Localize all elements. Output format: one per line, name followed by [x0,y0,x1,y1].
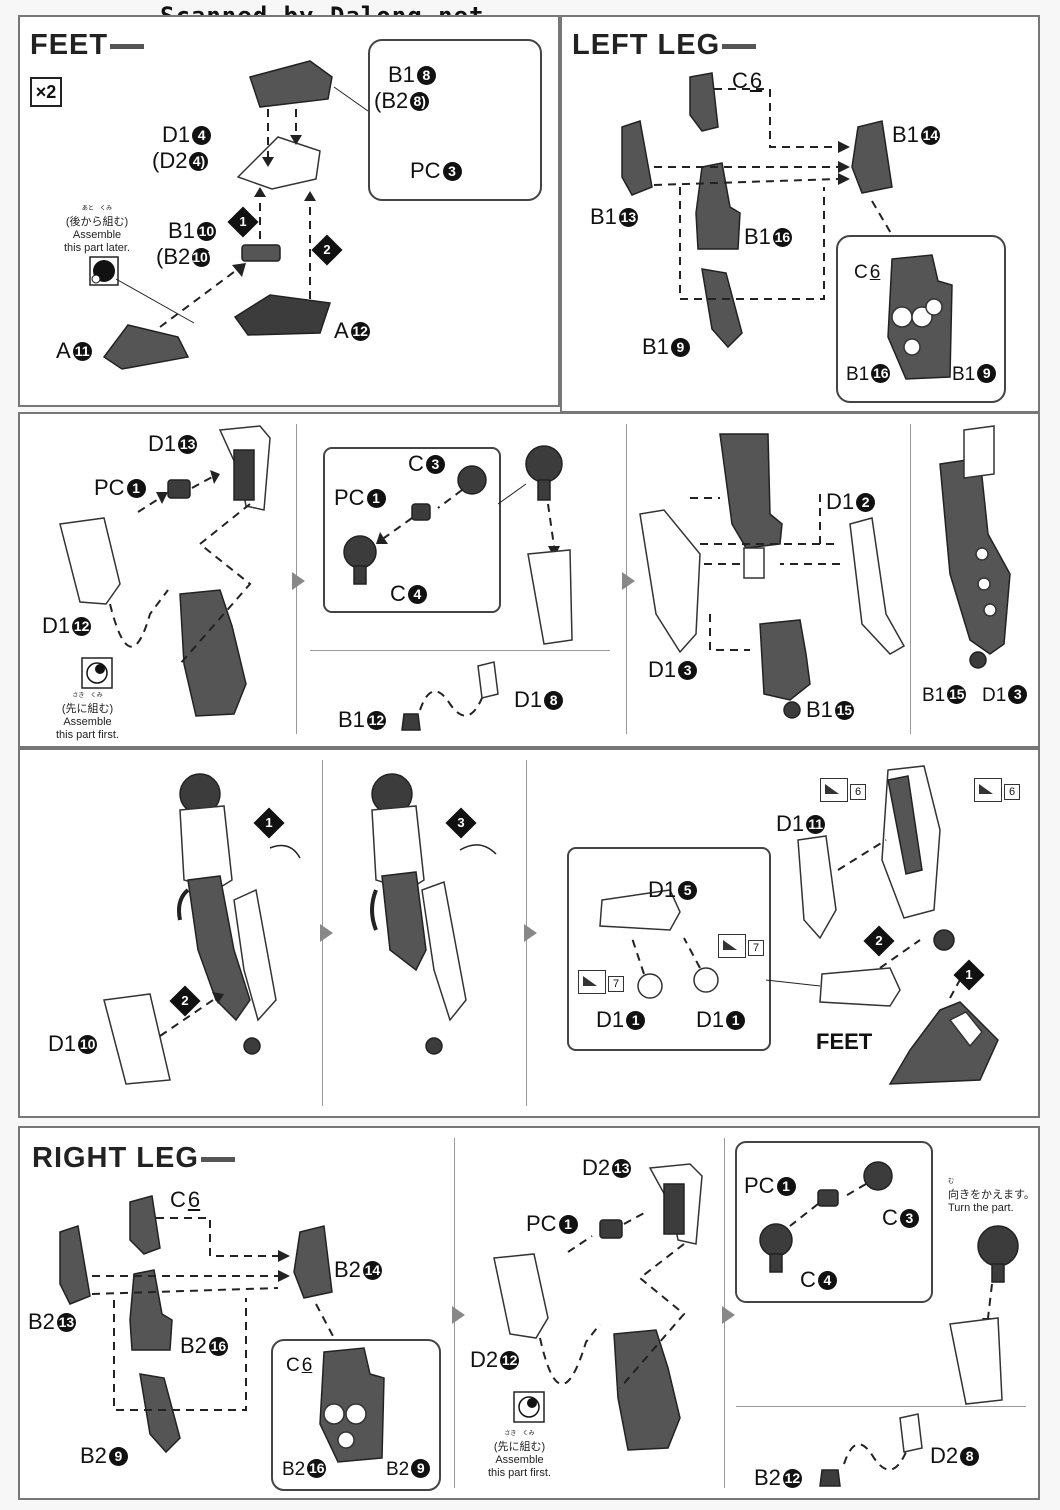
flow-arrow [292,572,305,590]
flow-arrow [722,1306,735,1324]
assemble-first-note: さき くみ (先に組む) Assemble this part first. [56,693,119,741]
right-leg-panel: RIGHT LEG [18,1126,1040,1500]
gate-cut-icon [718,934,746,958]
row3-diagram [103,765,999,1085]
assemble-later-note: あと くみ (後から組む) Assemble this part later. [64,206,131,254]
gate-number: 7 [608,976,624,992]
step-1-marker: 1 [227,206,259,238]
row2-diagram [59,425,1011,731]
label-feet: FEET [816,1029,873,1054]
gate-cut-icon [820,778,848,802]
gate-number: 7 [748,940,764,956]
flow-arrow [452,1306,465,1324]
quantity-badge: ×2 [30,77,62,107]
feet-panel: FEET ×2 [18,15,560,407]
gate-cut-icon [974,778,1002,802]
assemble-first-note: さき くみ (先に組む) Assemble this part first. [488,1431,551,1479]
step-2-marker-right: 2 [863,925,895,957]
step-2-marker: 2 [169,985,201,1017]
gate-number: 6 [1004,784,1020,800]
step-1-marker-right: 1 [953,959,985,991]
gate-cut-icon [578,970,606,994]
label-c6: C6 [732,68,763,93]
right-leg-title: RIGHT LEG [32,1142,235,1175]
turn-part-note: む 向きをかえます。 Turn the part. [948,1179,1035,1214]
step-3-marker: 3 [445,807,477,839]
label-c6: C6 [170,1187,201,1212]
feet-diagram [89,60,535,370]
left-leg-diagram [621,72,893,349]
flow-arrow [622,572,635,590]
flow-arrow [320,924,333,942]
left-leg-title: LEFT LEG [572,29,757,62]
left-leg-inset-diagram [887,254,953,380]
step-2-marker: 2 [311,234,343,266]
gate-number: 6 [850,784,866,800]
feet-title: FEET [30,29,145,62]
flow-arrow [524,924,537,942]
step-1-marker: 1 [253,807,285,839]
